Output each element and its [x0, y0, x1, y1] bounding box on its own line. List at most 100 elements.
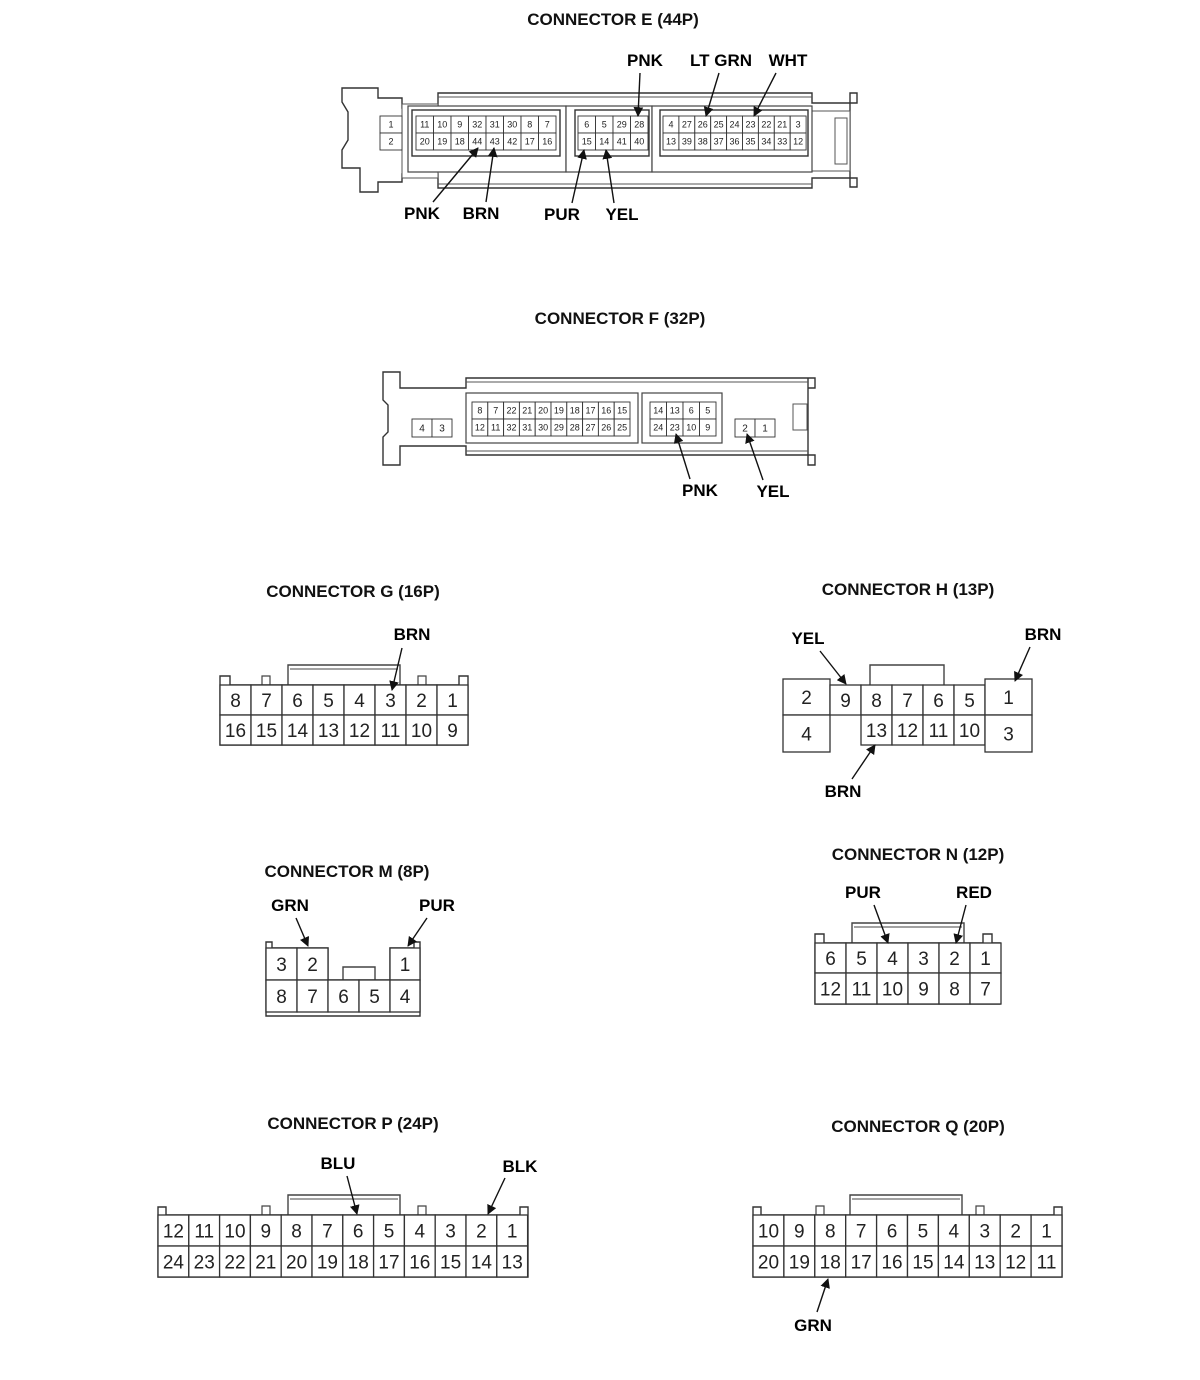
pin-number-g-8: 8: [230, 691, 241, 712]
pin-cavity-h-4: [782, 714, 831, 753]
pin-cavity-p-9: [249, 1214, 282, 1247]
pin-number-q-2: 2: [1010, 1221, 1021, 1242]
pin-cavity-p-4: [403, 1214, 436, 1247]
wire-label-h-pin13: BRN: [825, 782, 862, 801]
pin-number-h-3: 3: [1003, 724, 1014, 745]
wire-label-f-pin23: PNK: [682, 481, 719, 500]
pin-number-e-7: 7: [545, 120, 550, 130]
pin-number-e-12: 12: [793, 137, 803, 147]
pin-number-e-17: 17: [525, 137, 535, 147]
pin-number-g-5: 5: [323, 691, 334, 712]
pin-cavity-e-12: [789, 132, 807, 151]
pin-number-e-26: 26: [698, 120, 708, 130]
pin-cavity-p-20: [280, 1245, 313, 1278]
pin-number-g-16: 16: [225, 721, 246, 742]
pin-number-f-19: 19: [554, 406, 564, 416]
pin-number-n-8: 8: [949, 979, 960, 1000]
pin-number-m-4: 4: [400, 987, 411, 1008]
pin-cavity-n-4: [876, 942, 909, 974]
pin-number-e-23: 23: [745, 120, 755, 130]
pin-number-g-15: 15: [256, 721, 277, 742]
pin-number-f-27: 27: [585, 423, 595, 433]
pin-number-p-22: 22: [224, 1252, 245, 1273]
pin-cavity-h-5: [953, 684, 986, 716]
wire-pointer-e-pin43: [485, 147, 498, 203]
pin-number-q-1: 1: [1041, 1221, 1052, 1242]
pin-number-f-5: 5: [705, 406, 710, 416]
pin-number-e-32: 32: [472, 120, 482, 130]
pin-number-e-31: 31: [490, 120, 500, 130]
pin-cavity-p-19: [311, 1245, 344, 1278]
connector-q-latch: [849, 1194, 963, 1215]
pin-cavity-h-6: [922, 684, 955, 716]
pin-number-e-9: 9: [457, 120, 462, 130]
wire-label-e-pin44: PNK: [404, 204, 441, 223]
pin-number-e-3: 3: [796, 120, 801, 130]
connector-e-side-pins: 12: [379, 115, 403, 151]
pin-number-q-10: 10: [758, 1221, 779, 1242]
pin-number-g-11: 11: [381, 721, 401, 742]
pin-number-e-25: 25: [714, 120, 724, 130]
wire-label-e-pin28: PNK: [627, 51, 664, 70]
wire-label-p-pin6: BLU: [321, 1154, 356, 1173]
pin-cavity-g-12: [343, 714, 376, 746]
pin-number-p-14: 14: [471, 1252, 493, 1273]
pin-number-e-33: 33: [777, 137, 787, 147]
pin-number-p-4: 4: [415, 1221, 426, 1242]
wire-pointer-e-pin26: [703, 72, 720, 117]
pin-number-p-17: 17: [378, 1252, 399, 1273]
pin-number-e-40: 40: [634, 137, 644, 147]
pin-number-n-11: 11: [852, 979, 872, 1000]
pin-cavity-f-3: [431, 418, 453, 438]
pin-number-f-32: 32: [506, 423, 516, 433]
pin-number-e-1: 1: [388, 120, 393, 130]
pin-number-n-6: 6: [825, 949, 836, 970]
wire-pointer-e-pin44: [432, 147, 479, 203]
pin-number-m-1: 1: [400, 955, 411, 976]
pin-number-g-13: 13: [318, 721, 339, 742]
pin-number-e-34: 34: [761, 137, 771, 147]
pin-number-q-12: 12: [1005, 1252, 1026, 1273]
pin-number-q-20: 20: [758, 1252, 779, 1273]
pin-cavity-q-1: [1030, 1214, 1063, 1247]
pin-cavity-e-2: [379, 132, 403, 151]
pin-number-f-16: 16: [601, 406, 611, 416]
pin-number-g-10: 10: [411, 721, 432, 742]
connector-e-title: CONNECTOR E (44P): [527, 10, 699, 29]
pin-number-e-5: 5: [602, 120, 607, 130]
pin-number-e-19: 19: [437, 137, 447, 147]
pin-number-e-37: 37: [714, 137, 724, 147]
wire-pointer-e-pin15: [571, 149, 587, 204]
wire-label-m-pin1: PUR: [419, 896, 455, 915]
pin-number-h-2: 2: [801, 688, 812, 709]
pin-number-p-5: 5: [384, 1221, 395, 1242]
wire-pointer-q-pin18: [816, 1278, 830, 1313]
pin-number-g-2: 2: [416, 691, 427, 712]
connector-n-title: CONNECTOR N (12P): [832, 845, 1005, 864]
pin-cavity-q-9: [783, 1214, 816, 1247]
pin-cavity-g-10: [405, 714, 438, 746]
pin-number-e-6: 6: [584, 120, 589, 130]
pin-number-g-4: 4: [354, 691, 365, 712]
pin-number-e-24: 24: [730, 120, 740, 130]
pin-number-f-7: 7: [493, 406, 498, 416]
pin-number-h-13: 13: [866, 721, 887, 742]
pin-number-m-3: 3: [276, 955, 287, 976]
pin-number-n-5: 5: [856, 949, 867, 970]
pin-number-e-20: 20: [420, 137, 430, 147]
pin-number-n-7: 7: [980, 979, 991, 1000]
pin-number-q-6: 6: [887, 1221, 898, 1242]
pin-number-n-10: 10: [882, 979, 903, 1000]
pin-cavity-m-5: [358, 979, 391, 1013]
wire-pointer-e-pin14: [602, 149, 615, 204]
pin-number-e-35: 35: [745, 137, 755, 147]
pin-number-q-15: 15: [912, 1252, 933, 1273]
pin-number-p-6: 6: [353, 1221, 364, 1242]
pin-number-f-14: 14: [653, 406, 663, 416]
wire-label-e-pin14: YEL: [605, 205, 638, 224]
